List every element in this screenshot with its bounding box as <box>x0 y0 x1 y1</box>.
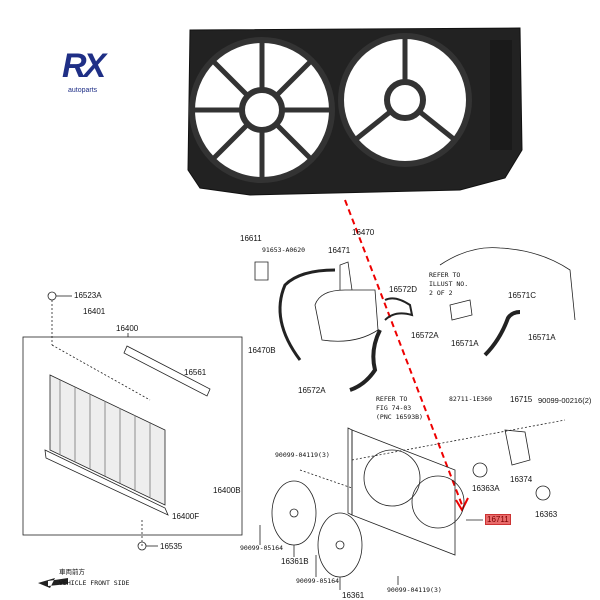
part-label: 16374 <box>510 475 533 484</box>
refer-note: 2 OF 2 <box>429 289 453 297</box>
part-label: 90099-00216(2) <box>538 396 592 405</box>
part-label: 16470B <box>248 346 276 355</box>
front-side-note-cn: 車両前方 <box>59 568 85 576</box>
part-label: 16363 <box>535 510 558 519</box>
red-dashed-pointer <box>344 199 463 506</box>
part-label: 16400F <box>172 512 200 521</box>
part-label: 16471 <box>328 246 351 255</box>
refer-note: ILLUST NO. <box>429 280 469 288</box>
part-label: 16571A <box>528 333 556 342</box>
part-label: 16401 <box>83 307 106 316</box>
part-label: 91653-A0620 <box>262 246 306 254</box>
refer-note: REFER TO <box>429 271 461 279</box>
part-label: 16572A <box>298 386 326 395</box>
part-label: 82711-1E360 <box>449 395 493 403</box>
part-label: 16561 <box>184 368 207 377</box>
part-label: 16400 <box>116 324 139 333</box>
part-label: 90099-04119(3) <box>387 586 442 594</box>
part-label: 16361 <box>342 591 365 600</box>
part-label: 90099-05164 <box>240 544 284 552</box>
part-label: 16363A <box>472 484 500 493</box>
part-label: 16535 <box>160 542 183 551</box>
front-side-note: VEHICLE FRONT SIDE <box>59 579 130 587</box>
part-label: 90099-05164 <box>296 577 340 585</box>
part-label: 16361B <box>281 557 309 566</box>
front-arrow-icon <box>38 578 68 588</box>
highlighted-part-label: 16711 <box>485 514 511 525</box>
part-label: 16470 <box>352 228 375 237</box>
part-label: 16611 <box>240 234 262 243</box>
part-label: 16571A <box>451 339 479 348</box>
fan-shroud-photo <box>187 27 523 196</box>
part-label: 16572D <box>389 285 418 294</box>
brand-logo: RX autoparts <box>62 47 106 94</box>
refer-note: (PNC 16593B) <box>376 413 423 421</box>
part-label: 16715 <box>510 395 533 404</box>
refer-note: FIG 74-03 <box>376 404 412 412</box>
part-label: 16571C <box>508 291 537 300</box>
part-label: 90099-04119(3) <box>275 451 330 459</box>
part-label: 16572A <box>411 331 439 340</box>
refer-note: REFER TO <box>376 395 408 403</box>
part-label: 16523A <box>74 291 102 300</box>
part-label: 16400B <box>213 486 241 495</box>
